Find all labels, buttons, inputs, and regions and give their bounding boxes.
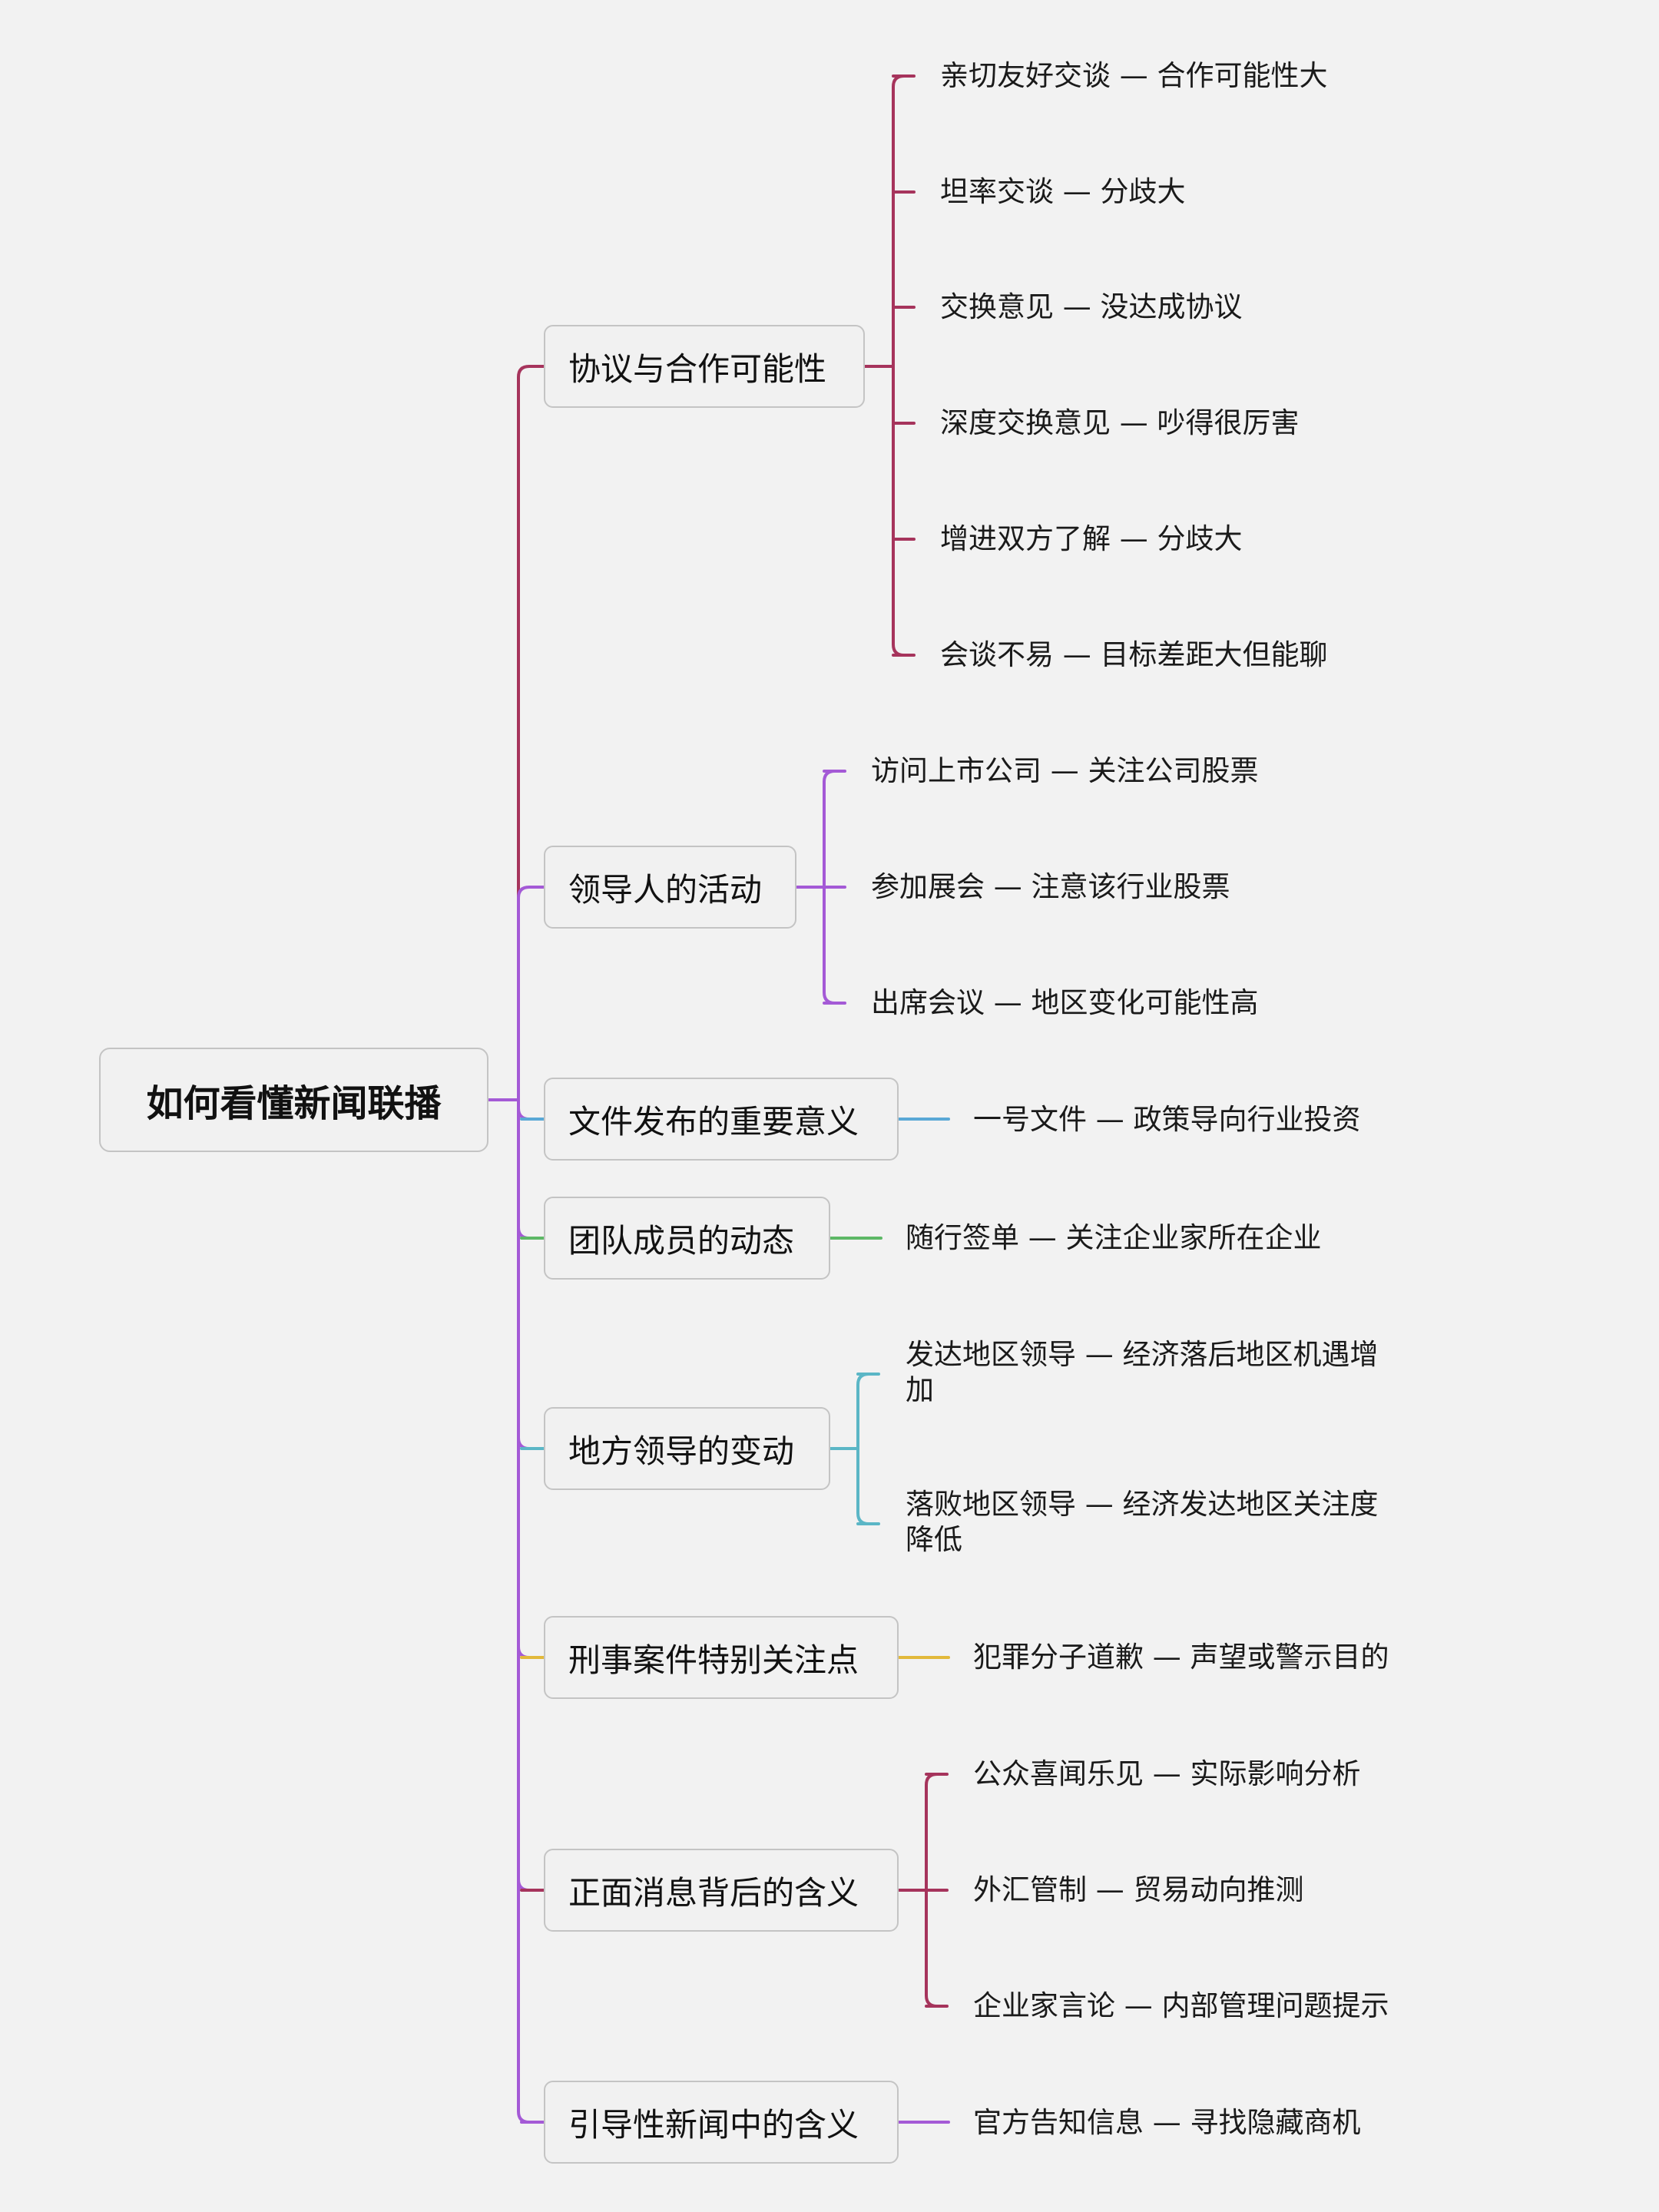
leaf-item: 交换意见 — 没达成协议: [940, 290, 1243, 323]
leaf-bracket: [856, 1373, 870, 1525]
root-label: 如何看懂新闻联播: [146, 1082, 442, 1125]
leaf-item: 随行签单 — 关注企业家所在企业: [906, 1221, 1322, 1254]
leaf-item: 参加展会 — 注意该行业股票: [871, 870, 1230, 903]
branch-node[interactable]: 领导人的活动: [544, 846, 796, 929]
leaf-item: 官方告知信息 — 寻找隐藏商机: [973, 2106, 1361, 2139]
branch-connector: [517, 1098, 545, 1450]
branch-node[interactable]: 刑事案件特别关注点: [544, 1616, 899, 1699]
root-node[interactable]: 如何看懂新闻联播: [99, 1048, 488, 1152]
leaf-item: 亲切友好交谈 — 合作可能性大: [940, 59, 1328, 92]
leaf-item: 访问上市公司 — 关注公司股票: [871, 754, 1259, 787]
branch-connector: [517, 886, 545, 1101]
branch-label: 协议与合作可能性: [568, 349, 827, 388]
leaf-item: 会谈不易 — 目标差距大但能聊: [940, 638, 1328, 671]
branch-label: 文件发布的重要意义: [568, 1102, 859, 1141]
leaf-item: 出席会议 — 地区变化可能性高: [871, 986, 1259, 1019]
branch-label: 地方领导的变动: [568, 1432, 795, 1470]
leaf-bracket: [892, 75, 906, 657]
leaf-item: 公众喜闻乐见 — 实际影响分析: [973, 1757, 1361, 1790]
branch-label: 刑事案件特别关注点: [568, 1641, 859, 1679]
branch-node[interactable]: 正面消息背后的含义: [544, 1849, 899, 1932]
leaf-item: 落败地区领导 — 经济发达地区关注度降低: [906, 1488, 1379, 1556]
branch-node[interactable]: 协议与合作可能性: [544, 325, 865, 408]
leaf-item: 一号文件 — 政策导向行业投资: [973, 1103, 1361, 1136]
leaf-item: 发达地区领导 — 经济落后地区机遇增加: [906, 1338, 1379, 1406]
branch-node[interactable]: 文件发布的重要意义: [544, 1078, 899, 1161]
leaf-item: 深度交换意见 — 吵得很厉害: [940, 406, 1300, 439]
branch-label: 正面消息背后的含义: [568, 1873, 859, 1912]
branch-connector: [517, 1098, 545, 2124]
leaf-item: 外汇管制 — 贸易动向推测: [973, 1873, 1304, 1906]
branch-label: 领导人的活动: [568, 870, 763, 909]
branch-label: 引导性新闻中的含义: [568, 2105, 859, 2144]
leaf-item: 犯罪分子道歉 — 声望或警示目的: [973, 1641, 1389, 1674]
branch-node[interactable]: 地方领导的变动: [544, 1407, 830, 1490]
branch-node[interactable]: 引导性新闻中的含义: [544, 2081, 899, 2164]
branch-connector: [517, 1098, 545, 1892]
branch-label: 团队成员的动态: [568, 1221, 795, 1260]
branch-connector: [517, 1098, 545, 1659]
branch-connector: [517, 365, 545, 1101]
leaf-item: 企业家言论 — 内部管理问题提示: [973, 1989, 1389, 2022]
branch-connector: [517, 1098, 545, 1121]
leaf-item: 坦率交谈 — 分歧大: [940, 175, 1186, 208]
leaf-item: 增进双方了解 — 分歧大: [940, 522, 1243, 555]
branch-node[interactable]: 团队成员的动态: [544, 1197, 830, 1280]
